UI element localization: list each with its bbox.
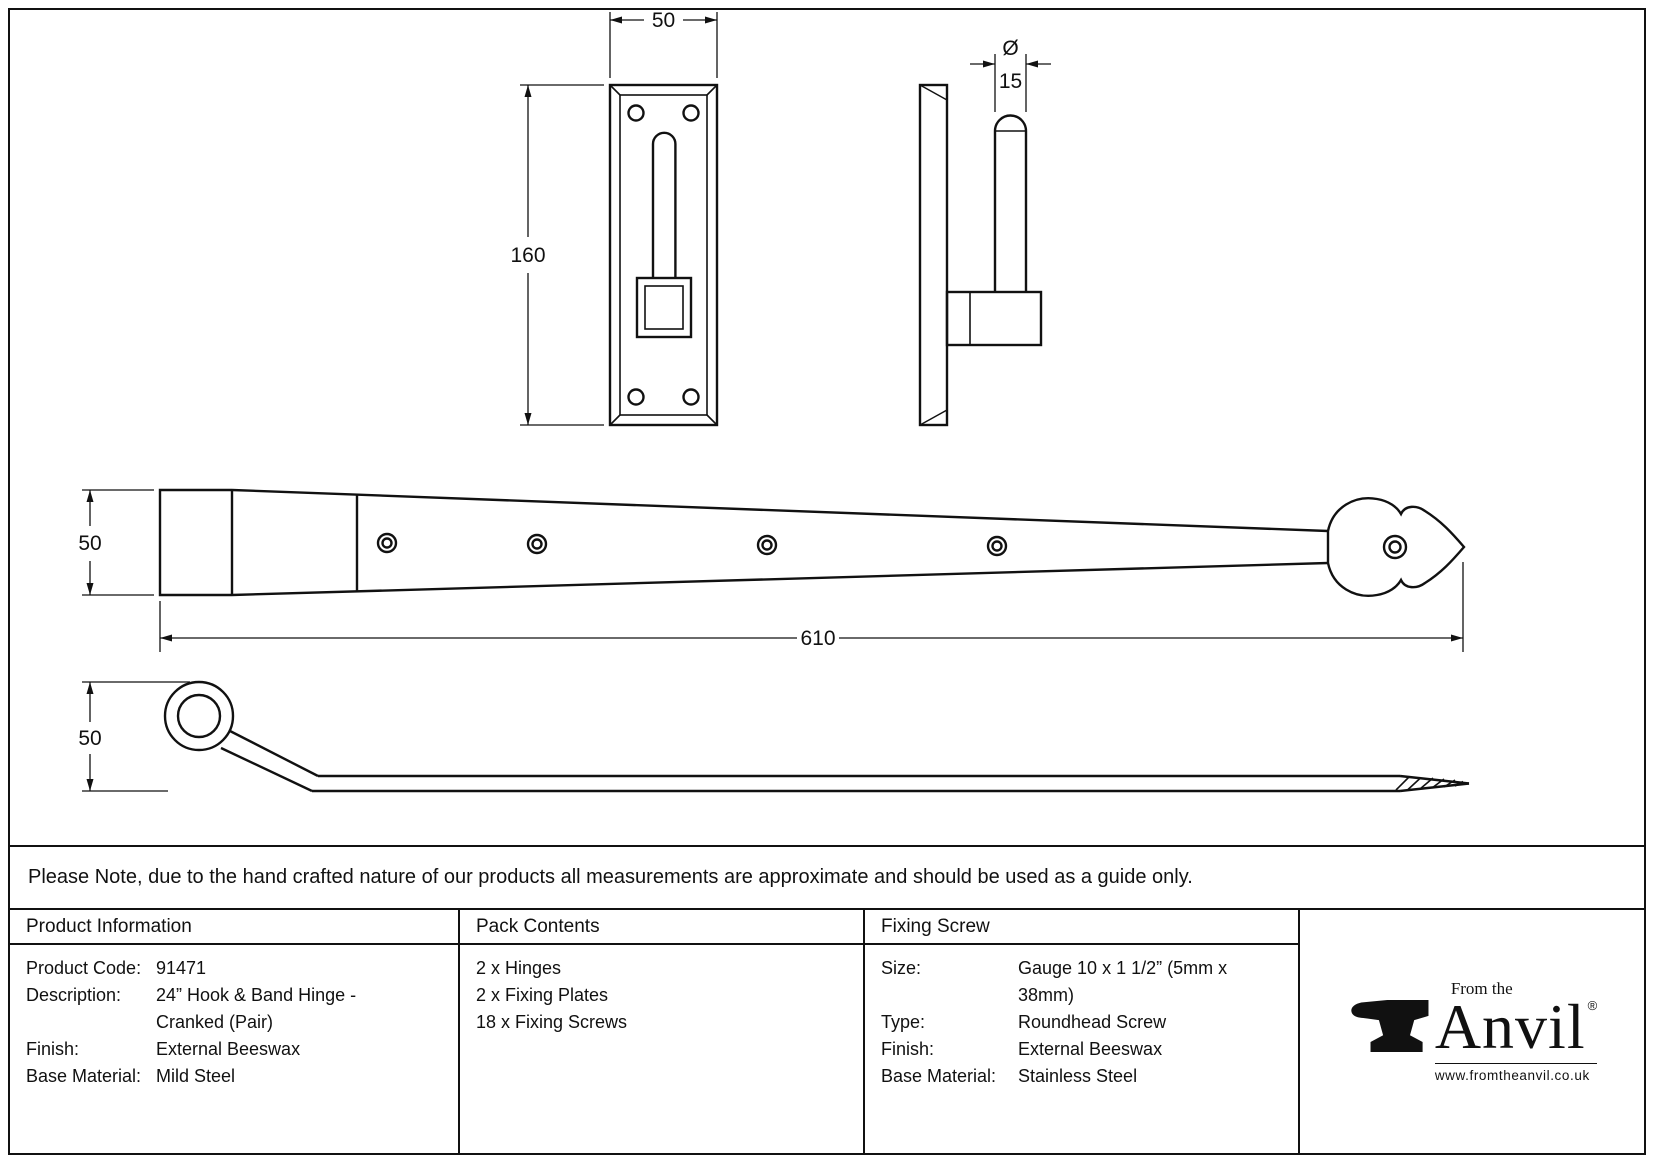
field-value: External Beeswax [1018, 1039, 1163, 1059]
field-label: Base Material: [26, 1066, 142, 1086]
logo-brand-text: Anvil [1434, 991, 1586, 1063]
dim-band-width: 50 [78, 532, 101, 555]
note-text: Please Note, due to the hand crafted nat… [28, 866, 1193, 888]
table-row: Description: 24” Hook & Band Hinge - Cra… [26, 982, 442, 1036]
pin-bracket [945, 290, 1043, 347]
table-row: Type: Roundhead Screw [881, 1009, 1282, 1036]
field-value: Stainless Steel [1018, 1066, 1138, 1086]
logo-brand-row: Anvil ® [1434, 991, 1598, 1063]
list-item: 2 x Hinges [476, 958, 562, 978]
dimension-arrows [86, 16, 1463, 791]
dim-side-height: 50 [78, 727, 101, 750]
table-row: Base Material: Stainless Steel [881, 1063, 1282, 1090]
table-row: Size: Gauge 10 x 1 1/2” (5mm x 38mm) [881, 955, 1282, 1009]
brand-logo-cell: From the Anvil ® www.fromtheanvil.co.uk [1300, 910, 1644, 1153]
note-bar: Please Note, due to the hand crafted nat… [10, 845, 1644, 910]
product-information-column: Product Information Product Code: 91471 … [10, 910, 460, 1153]
field-value: 24” Hook & Band Hinge - Cranked (Pair) [156, 985, 357, 1032]
dim-pin-diameter-symbol: Ø [1002, 37, 1018, 60]
field-value: Mild Steel [156, 1066, 236, 1086]
field-label: Base Material: [881, 1066, 997, 1086]
registered-mark: ® [1587, 998, 1598, 1014]
pack-contents-header: Pack Contents [460, 910, 863, 945]
logo-from-the: From the [1450, 979, 1513, 999]
technical-drawing: 50 160 Ø 15 50 610 50 [78, 9, 1470, 793]
hinge-pin [993, 114, 1028, 292]
hinge-eye [163, 680, 235, 752]
anvil-logo: From the Anvil ® www.fromtheanvil.co.uk [1347, 979, 1598, 1083]
field-label: Finish: [881, 1039, 935, 1059]
field-label: Size: [881, 958, 922, 978]
dim-plate-width: 50 [652, 9, 675, 32]
spade-tip [1326, 497, 1466, 597]
table-row: Finish: External Beeswax [881, 1036, 1282, 1063]
fixing-screw-body: Size: Gauge 10 x 1 1/2” (5mm x 38mm) Typ… [865, 945, 1298, 1100]
keyhole-slot [651, 131, 677, 278]
pack-contents-body: 2 x Hinges 2 x Fixing Plates 18 x Fixing… [460, 945, 863, 1046]
slot-box [635, 276, 693, 339]
table-row: Finish: External Beeswax [26, 1036, 442, 1063]
field-value: Roundhead Screw [1018, 1012, 1167, 1032]
table-row: Base Material: Mild Steel [26, 1063, 442, 1090]
field-value: 91471 [156, 958, 207, 978]
dim-band-length: 610 [800, 627, 835, 650]
fixing-plate-front-view [608, 83, 719, 427]
field-label: Description: [26, 985, 122, 1005]
logo-text-block: From the Anvil ® www.fromtheanvil.co.uk [1434, 979, 1598, 1083]
fixing-screw-header: Fixing Screw [865, 910, 1298, 945]
product-information-body: Product Code: 91471 Description: 24” Hoo… [10, 945, 458, 1100]
list-item: 18 x Fixing Screws [476, 1012, 628, 1032]
list-item: 2 x Fixing Plates [476, 985, 609, 1005]
logo-divider [1434, 1062, 1598, 1064]
field-label: Finish: [26, 1039, 80, 1059]
info-table: Product Information Product Code: 91471 … [10, 910, 1644, 1153]
pack-contents-column: Pack Contents 2 x Hinges 2 x Fixing Plat… [460, 910, 865, 1153]
table-row: Product Code: 91471 [26, 955, 442, 982]
field-label: Type: [881, 1012, 926, 1032]
band-screw-holes [376, 532, 1408, 560]
band-hinge-side-view [163, 680, 1470, 793]
anvil-icon [1351, 1000, 1429, 1053]
fixing-plate-side-view [918, 83, 1043, 427]
tip-hatching [1395, 776, 1464, 791]
dim-plate-height: 160 [510, 244, 545, 267]
logo-url: www.fromtheanvil.co.uk [1434, 1067, 1590, 1083]
field-label: Product Code: [26, 958, 142, 978]
band-hinge-front-view [158, 488, 1466, 597]
fixing-screw-column: Fixing Screw Size: Gauge 10 x 1 1/2” (5m… [865, 910, 1300, 1153]
dimension-lines [82, 12, 1464, 792]
product-information-header: Product Information [10, 910, 458, 945]
plate-screw-holes [627, 104, 700, 406]
field-value: Gauge 10 x 1 1/2” (5mm x 38mm) [1018, 958, 1228, 1005]
field-value: External Beeswax [156, 1039, 301, 1059]
dim-pin-diameter: 15 [999, 70, 1022, 93]
